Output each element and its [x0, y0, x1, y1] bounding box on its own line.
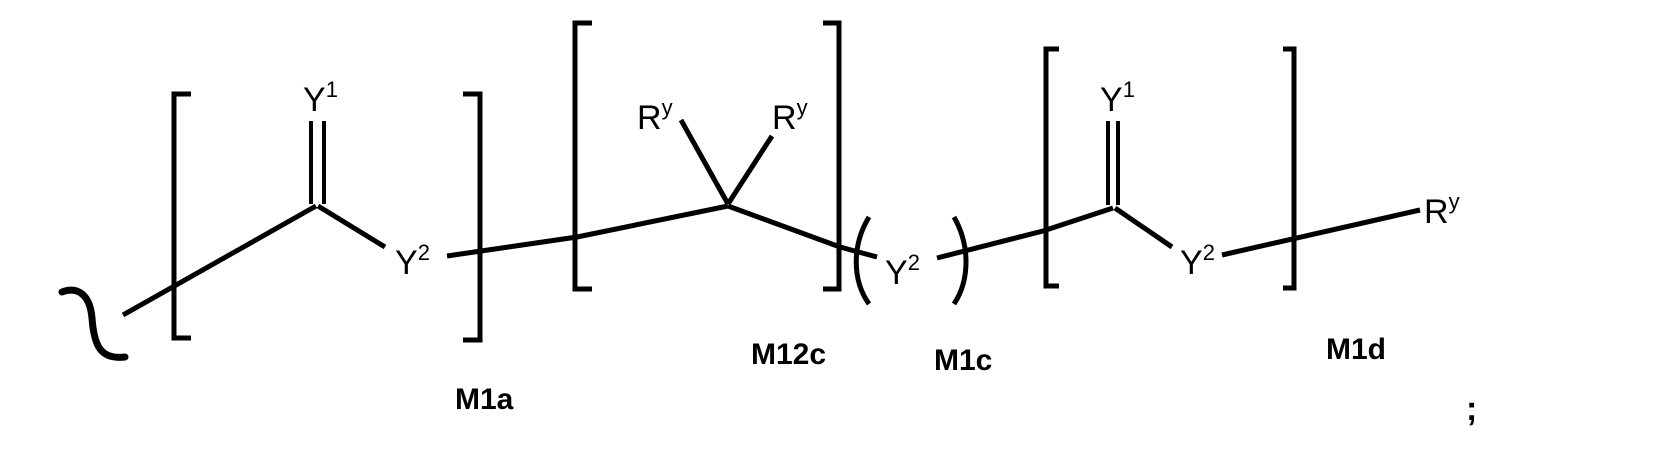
left-bracket	[1043, 46, 1059, 289]
unit-label-m12c: M12c	[751, 338, 826, 371]
unit-label-m1d: M1d	[1326, 333, 1386, 366]
single-bond	[678, 118, 731, 206]
right-bracket	[463, 91, 483, 343]
unit-m1c: Y2 M1c	[839, 215, 1048, 377]
right-parenthesis	[951, 215, 969, 306]
unit-m1a: Y1 Y2 M1a	[121, 77, 578, 416]
terminal-substituent-ry: Ry	[1424, 189, 1460, 231]
left-parenthesis	[853, 215, 872, 306]
substituent-ry-left: Ry	[637, 95, 673, 137]
right-bracket	[823, 20, 842, 292]
single-bond	[121, 203, 318, 318]
atom-y1: Y1	[303, 77, 338, 119]
unit-m1d: Y1 Y2 M1d	[1043, 46, 1421, 366]
wavy-attachment-bond	[58, 286, 129, 361]
single-bond	[725, 134, 775, 206]
single-bond	[1045, 205, 1114, 233]
unit-m12c: Ry Ry M12c	[572, 20, 842, 371]
single-bond	[1221, 207, 1421, 258]
unit-label-m1c: M1c	[934, 344, 992, 377]
single-bond	[446, 234, 578, 259]
single-bond	[316, 203, 387, 250]
substituent-ry-right: Ry	[772, 95, 808, 137]
left-bracket	[572, 20, 592, 292]
atom-y2: Y2	[395, 240, 430, 282]
single-bond	[936, 227, 1048, 261]
atom-y1: Y1	[1100, 77, 1135, 119]
single-bond	[1113, 205, 1174, 250]
trailing-semicolon: ;	[1466, 390, 1477, 428]
atom-y2: Y2	[1180, 240, 1215, 282]
single-bond	[727, 203, 841, 250]
atom-y2: Y2	[885, 250, 920, 292]
unit-label-m1a: M1a	[455, 383, 514, 416]
single-bond	[839, 244, 878, 260]
right-bracket	[1283, 46, 1297, 291]
left-bracket	[171, 91, 191, 341]
single-bond	[576, 203, 729, 240]
